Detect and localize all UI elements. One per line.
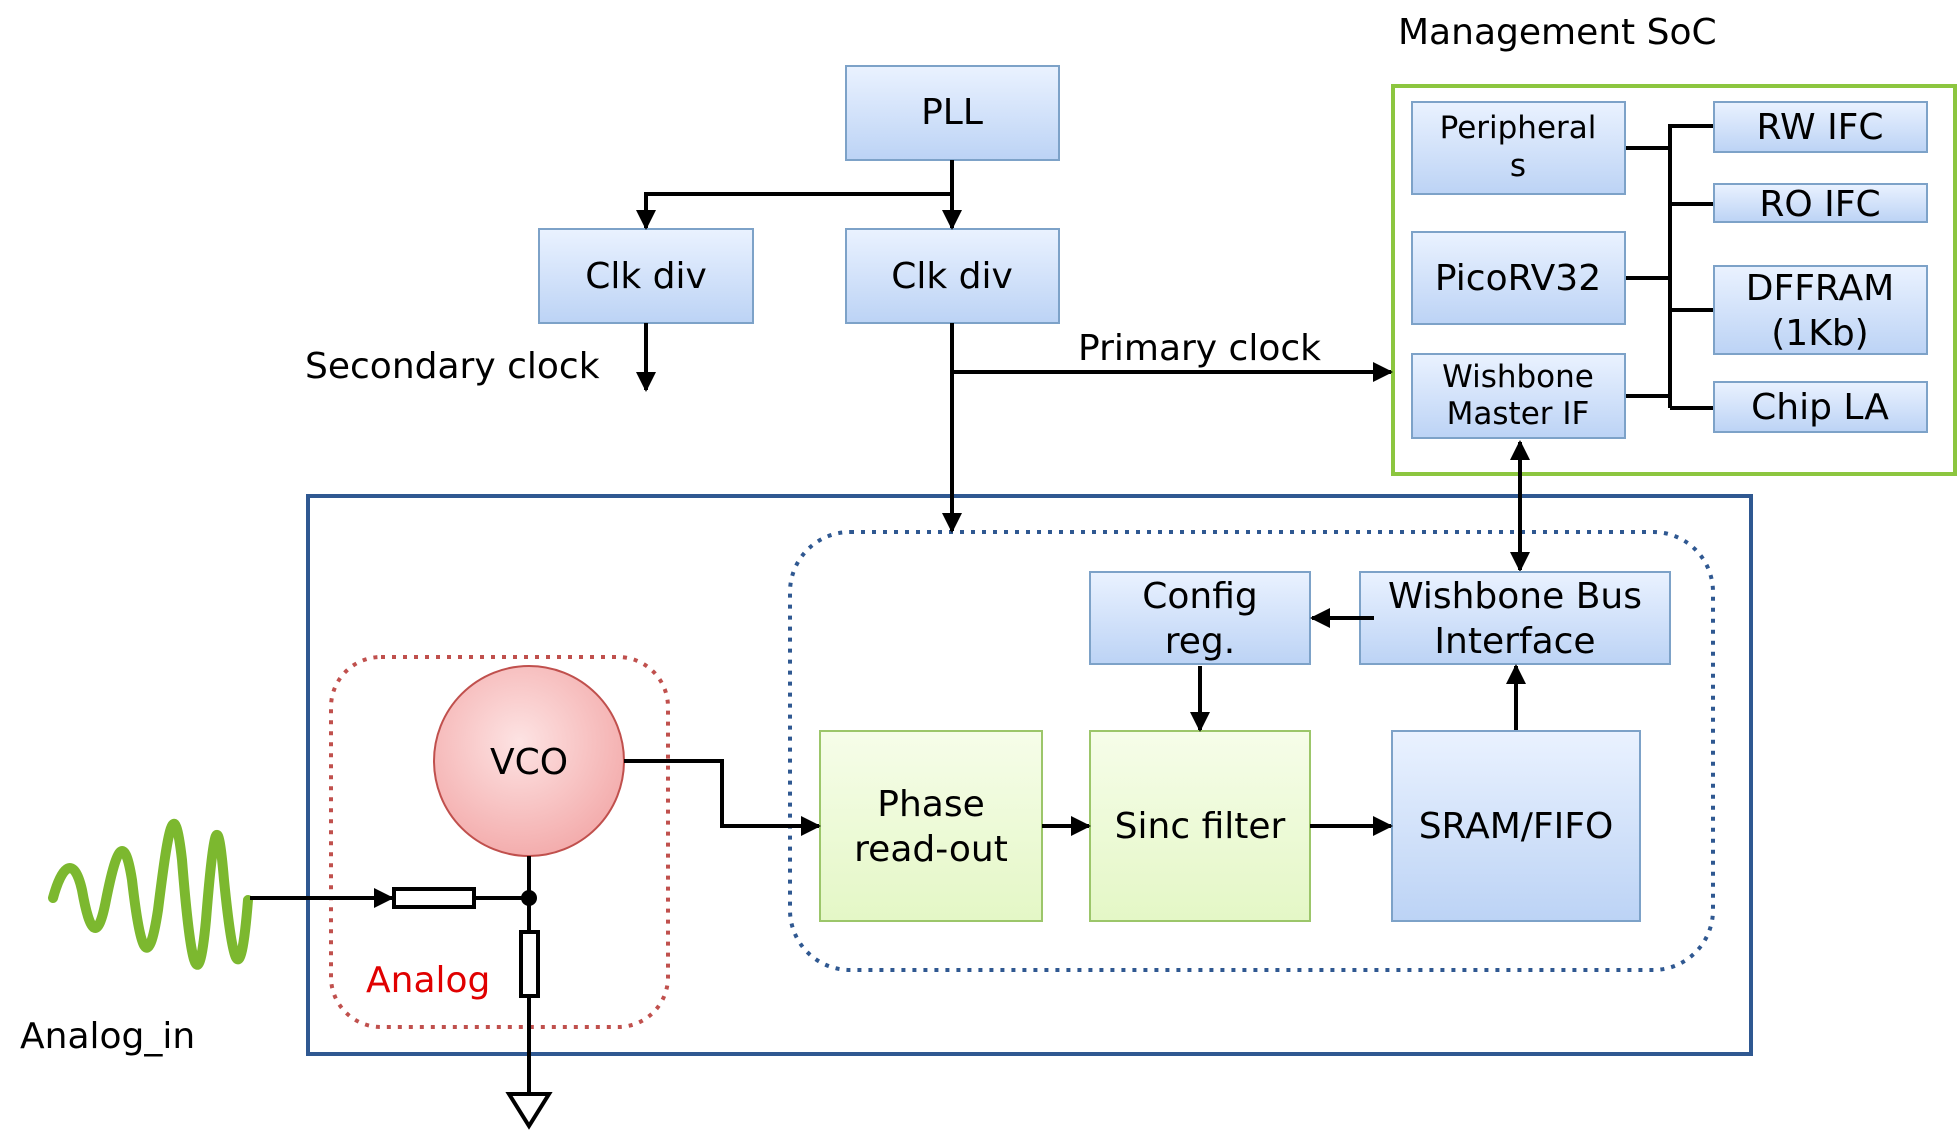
wishbone-master-block: Wishbone Master IF [1411,353,1626,439]
series-resistor [392,887,476,909]
clk-div-secondary-label: Clk div [585,256,707,297]
vco-block: VCO [433,665,625,857]
chip-la-label: Chip LA [1751,387,1889,428]
analog-block-boundary [329,655,670,1029]
primary-clock-label: Primary clock [1078,328,1321,369]
vco-label: VCO [490,742,568,783]
sram-fifo-label: SRAM/FIFO [1419,806,1614,847]
wishbone-bus-label-line2: Interface [1434,621,1595,662]
config-reg-label-line1: Config [1142,576,1258,617]
ro-ifc-label: RO IFC [1759,184,1880,225]
chip-la-block: Chip LA [1713,381,1928,433]
phase-readout-label-line1: Phase [877,784,985,825]
clk-div-secondary-block: Clk div [538,228,754,324]
management-soc-boundary [1391,84,1957,476]
analog-input-waveform [48,818,253,970]
wishbone-master-label-line2: Master IF [1447,396,1590,432]
rw-ifc-block: RW IFC [1713,101,1928,153]
clk-div-primary-block: Clk div [845,228,1060,324]
pll-to-clk-div-secondary-wire [636,192,952,230]
digital-block-boundary [788,530,1715,972]
pll-block: PLL [845,65,1060,161]
config-reg-label-line2: reg. [1165,621,1235,662]
ground-symbol [505,1092,553,1130]
peripherals-label-line2: s [1510,148,1526,184]
sram-fifo-block: SRAM/FIFO [1391,730,1641,922]
pll-label: PLL [921,92,983,133]
chip-boundary [306,494,1753,1056]
vco-to-phase-wire [624,759,821,836]
phase-readout-label-line2: read-out [854,829,1008,870]
management-soc-title: Management SoC [1398,12,1717,53]
analog-label: Analog [366,960,490,1001]
dffram-label-line1: DFFRAM [1746,268,1894,309]
wishbone-bus-label-line1: Wishbone Bus [1388,576,1642,617]
sinc-filter-block: Sinc filter [1089,730,1311,922]
picorv32-label: PicoRV32 [1435,258,1601,299]
analog-in-label: Analog_in [20,1016,195,1057]
secondary-clock-label: Secondary clock [305,346,600,387]
dffram-block: DFFRAM (1Kb) [1713,265,1928,355]
wishbone-master-label-line1: Wishbone [1442,359,1594,395]
peripherals-block: Peripheral s [1411,101,1626,195]
config-reg-block: Config reg. [1089,571,1311,665]
peripherals-label-line1: Peripheral [1440,110,1597,146]
dffram-label-line2: (1Kb) [1771,313,1868,354]
shunt-resistor [519,930,540,998]
sinc-filter-label: Sinc filter [1115,806,1286,847]
phase-readout-block: Phase read-out [819,730,1043,922]
picorv32-block: PicoRV32 [1411,231,1626,325]
ro-ifc-block: RO IFC [1713,183,1928,225]
rw-ifc-label: RW IFC [1756,107,1883,148]
clk-div-primary-label: Clk div [891,256,1013,297]
wishbone-bus-interface-block: Wishbone Bus Interface [1359,571,1671,665]
